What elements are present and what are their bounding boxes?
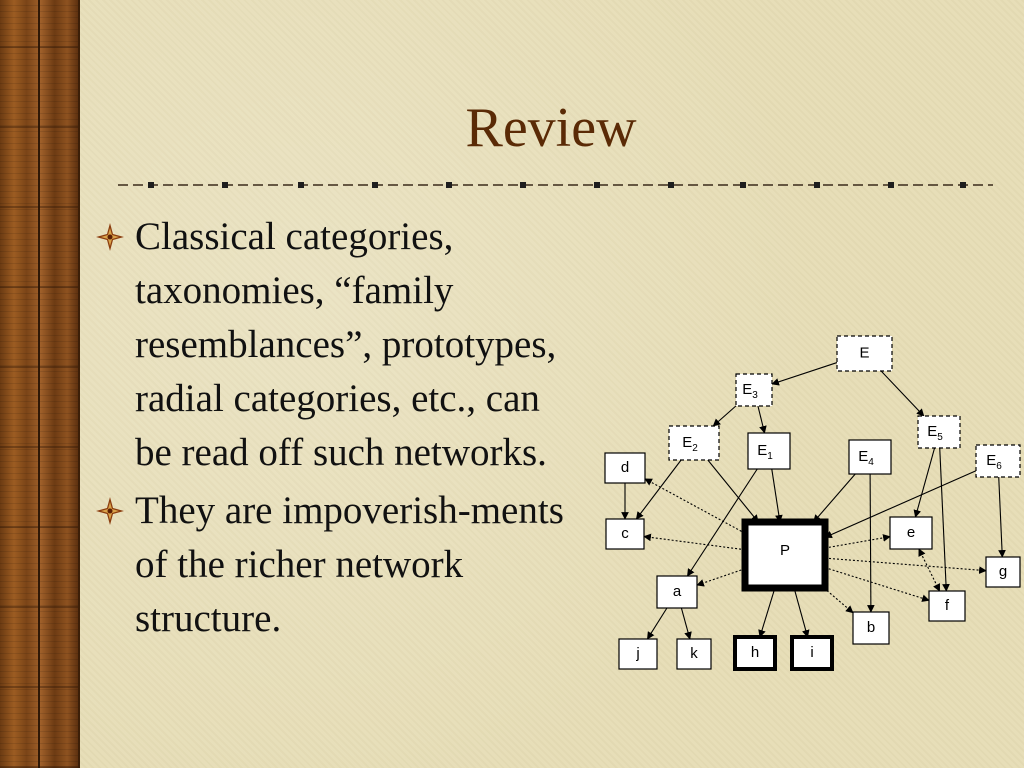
node-E4: E4 [848,439,892,475]
node-i: i [790,635,834,671]
node-d: d [604,452,646,484]
node-label: d [621,459,629,476]
node-c: c [605,518,645,550]
node-a: a [656,575,698,609]
edge-E2-c [635,459,682,520]
node-label: P [780,542,790,559]
edge-P-a [696,568,746,587]
bullet-item: They are impoverish-ments of the richer … [95,484,575,646]
edge-P-d [644,478,746,534]
node-E: E [836,335,893,372]
node-label: a [673,583,682,600]
node-label: i [810,644,813,661]
edge-P-i [793,587,810,638]
edge-E1-a [686,468,758,577]
node-k: k [676,638,712,670]
slide-title: Review [465,97,637,159]
node-label: b [867,619,875,636]
edge-P-h [758,587,776,638]
edge-e-f [918,548,941,592]
node-e: e [889,516,933,550]
edge-E3-E1 [757,405,767,434]
node-g: g [985,556,1021,588]
edge-P-e [824,534,891,549]
edge-a-k [680,607,692,640]
edge-P-b [823,587,854,614]
node-P: P [741,518,829,592]
node-label: h [751,644,759,661]
edge-E6-g [998,476,1006,558]
node-h: h [733,635,777,671]
node-label: j [635,645,639,662]
wood-sidebar [0,0,80,768]
node-label: E [859,344,869,361]
edge-E4-b [867,473,875,613]
node-label: f [945,597,950,614]
edge-E5-f [939,447,950,592]
node-E3: E3 [735,373,773,407]
edge-P-c [643,533,746,551]
edge-P-g [824,557,987,574]
divider-dots [148,182,966,188]
diagram-edges [621,362,1006,640]
node-label: c [621,525,629,542]
edge-E5-e [913,447,936,518]
node-b: b [852,611,890,645]
bullet-list: Classical categories, taxonomies, “famil… [95,210,575,650]
node-label: g [999,563,1007,580]
edge-E1-P [771,468,783,523]
node-E1: E1 [747,432,791,470]
node-f: f [928,590,966,622]
node-E2: E2 [668,425,720,461]
title-divider [118,182,993,188]
edge-E3-E2 [712,405,737,427]
node-E5: E5 [917,415,961,449]
star-bullet-icon [96,223,124,251]
edge-a-j [646,607,668,640]
edge-E6-P [824,470,977,539]
edge-E-E5 [880,370,925,417]
star-bullet-icon [96,497,124,525]
bullet-item: Classical categories, taxonomies, “famil… [95,210,575,480]
node-j: j [618,638,658,670]
node-label: e [907,524,915,541]
edge-E2-P [707,459,759,523]
bullet-text: Classical categories, taxonomies, “famil… [135,215,557,474]
node-label: k [690,645,698,662]
bullet-text: They are impoverish-ments of the richer … [135,489,564,640]
node-E6: E6 [975,444,1021,478]
edge-P-f [824,567,930,602]
edge-E4-P [813,473,856,523]
edge-E-E3 [771,362,838,386]
